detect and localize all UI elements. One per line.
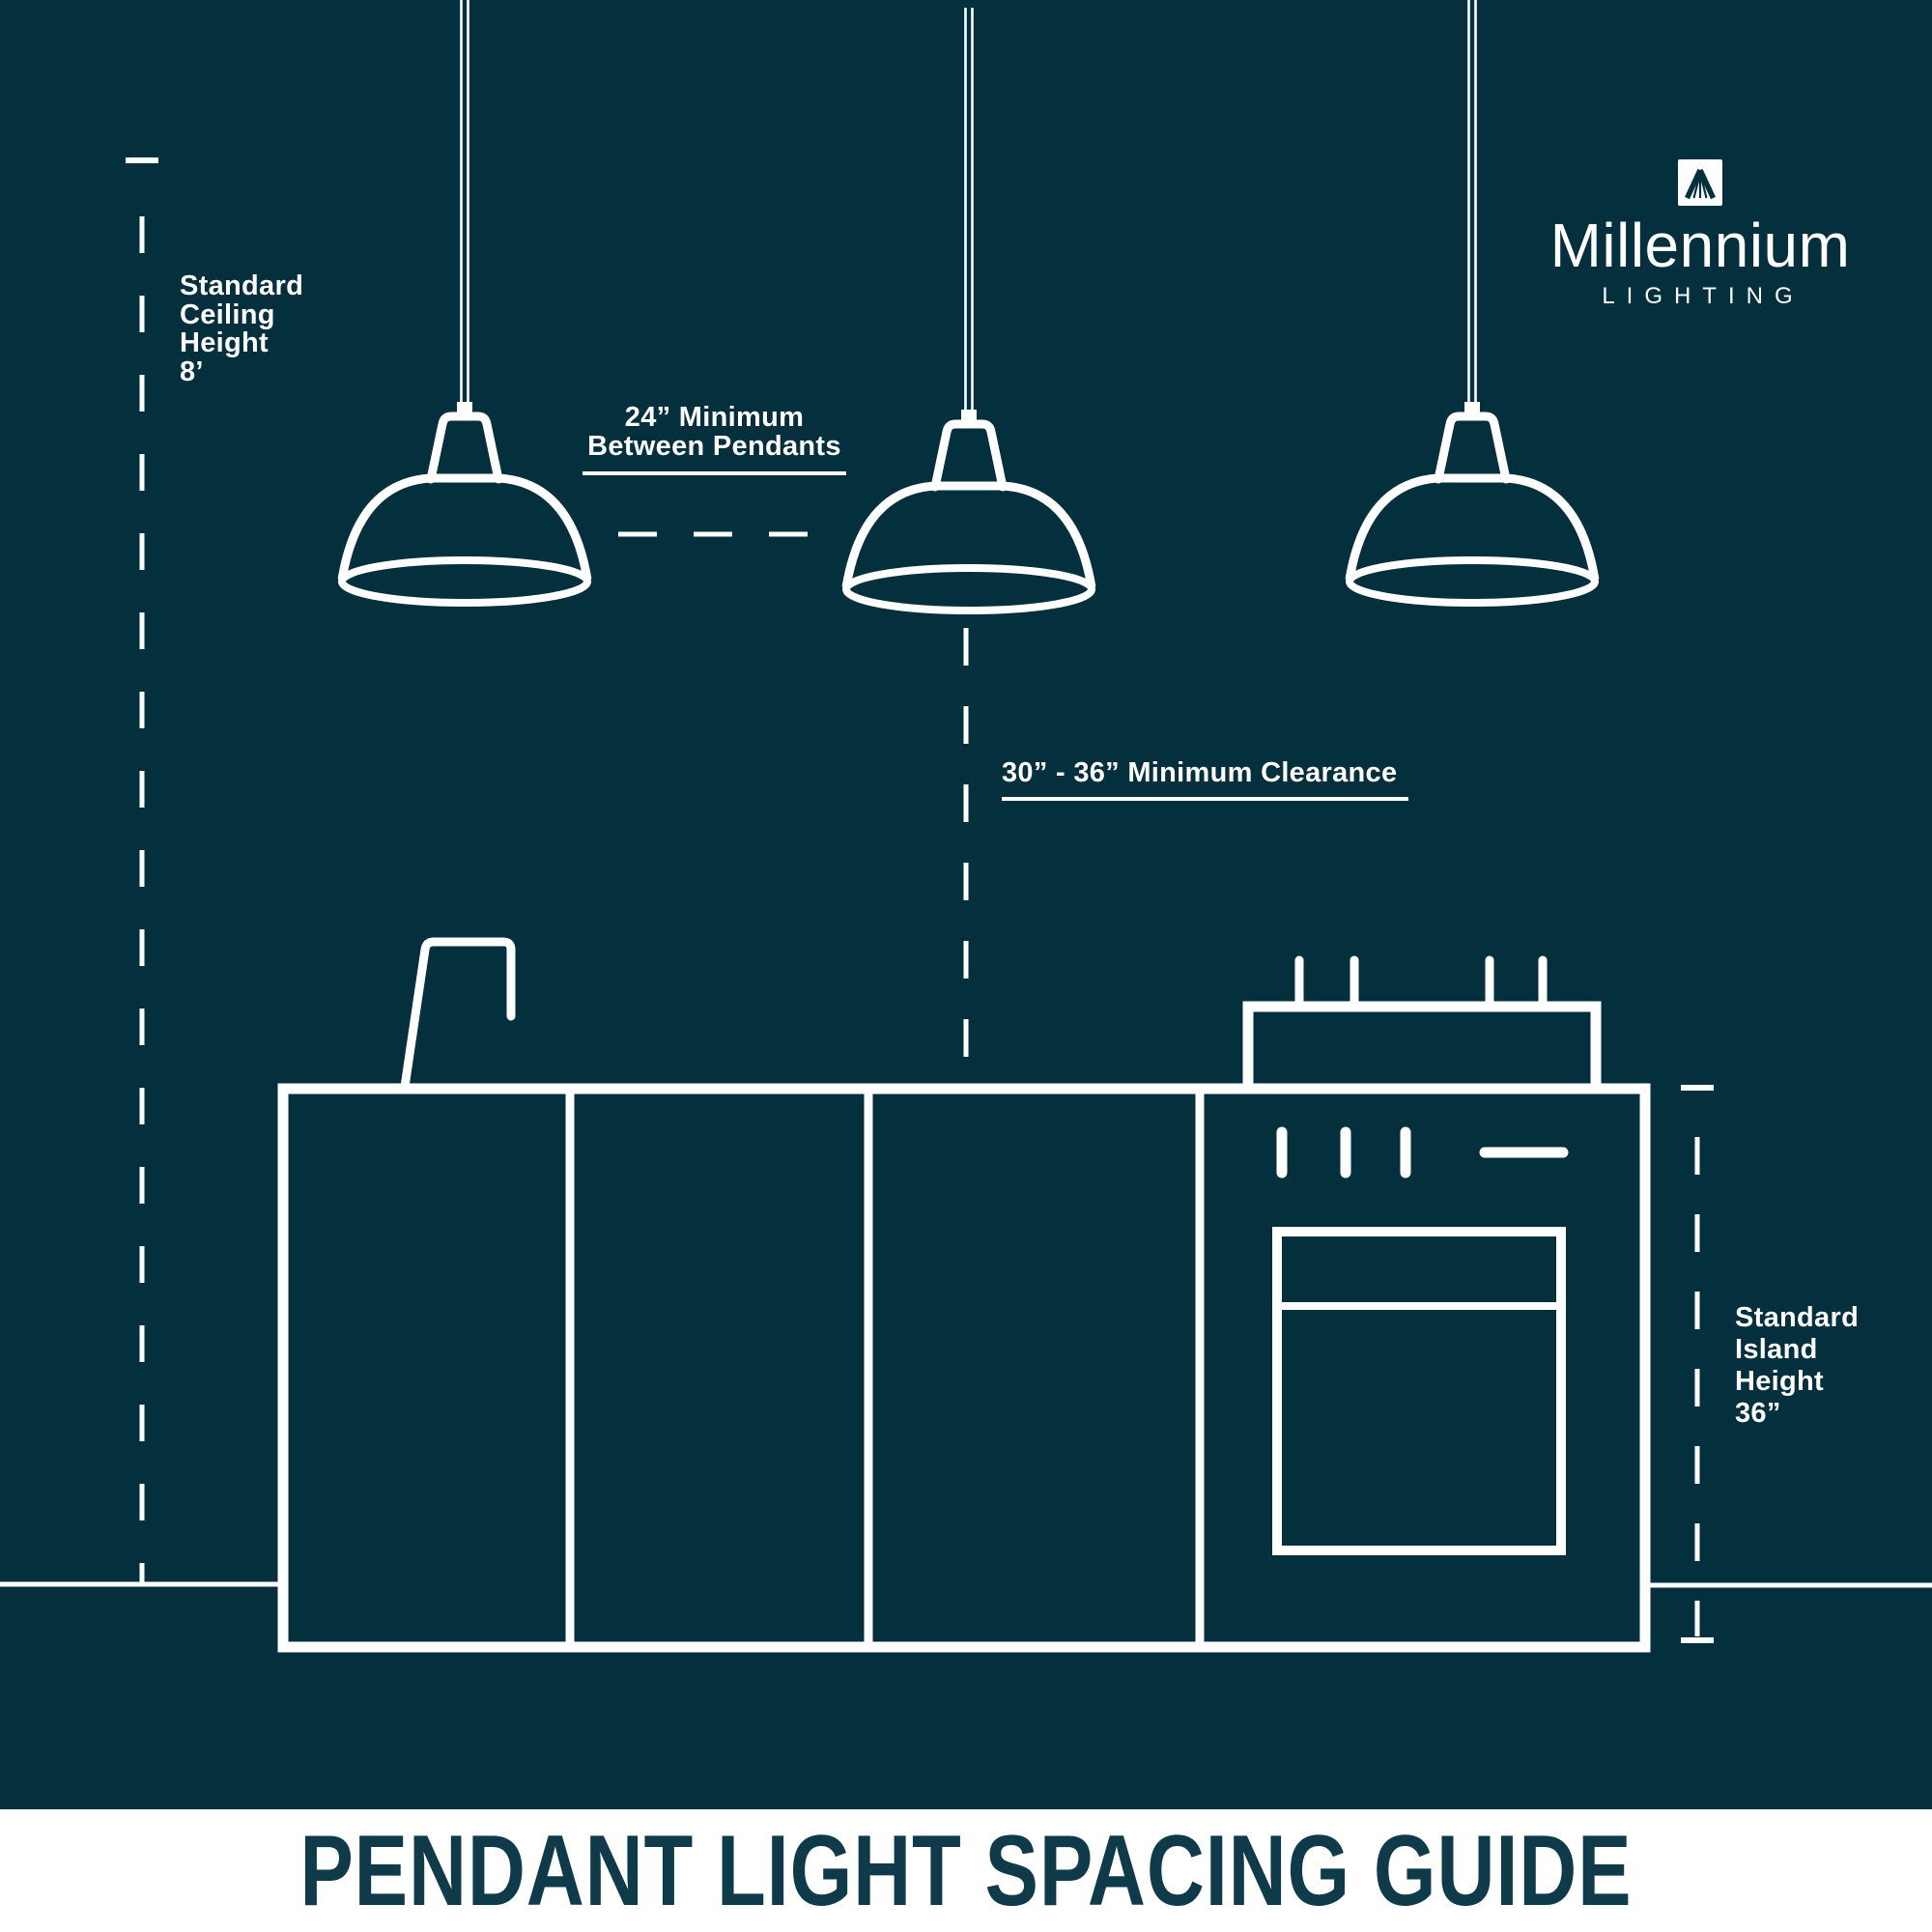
ceiling-height-dimension-line (126, 157, 158, 1583)
island-height-dimension-line (1681, 1085, 1714, 1643)
oven-icon (1272, 1126, 1569, 1555)
page-title: PENDANT LIGHT SPACING GUIDE (299, 1814, 1633, 1927)
brand-logo: Millennium LIGHTING (1526, 159, 1874, 308)
island-height-label: Standard Island Height 36” (1735, 1302, 1860, 1430)
cooktop-icon (1242, 955, 1602, 1094)
kitchen-island (277, 1083, 1651, 1653)
ceiling-height-label: Standard Ceiling Height 8’ (180, 270, 304, 387)
between-pendants-label: 24” Minimum Between Pendants (582, 403, 846, 476)
brand-subtitle: LIGHTING (1602, 283, 1804, 309)
millennium-lighting-icon (1678, 159, 1722, 206)
faucet-icon (400, 937, 516, 1092)
pendant-light-icon (846, 8, 1092, 611)
title-banner: PENDANT LIGHT SPACING GUIDE (0, 1809, 1932, 1932)
pendant-light-icon (342, 0, 587, 603)
brand-name: Millennium (1549, 211, 1851, 280)
clearance-label: 30” - 36” Minimum Clearance (1002, 758, 1408, 801)
floor-line (0, 1581, 1932, 1588)
